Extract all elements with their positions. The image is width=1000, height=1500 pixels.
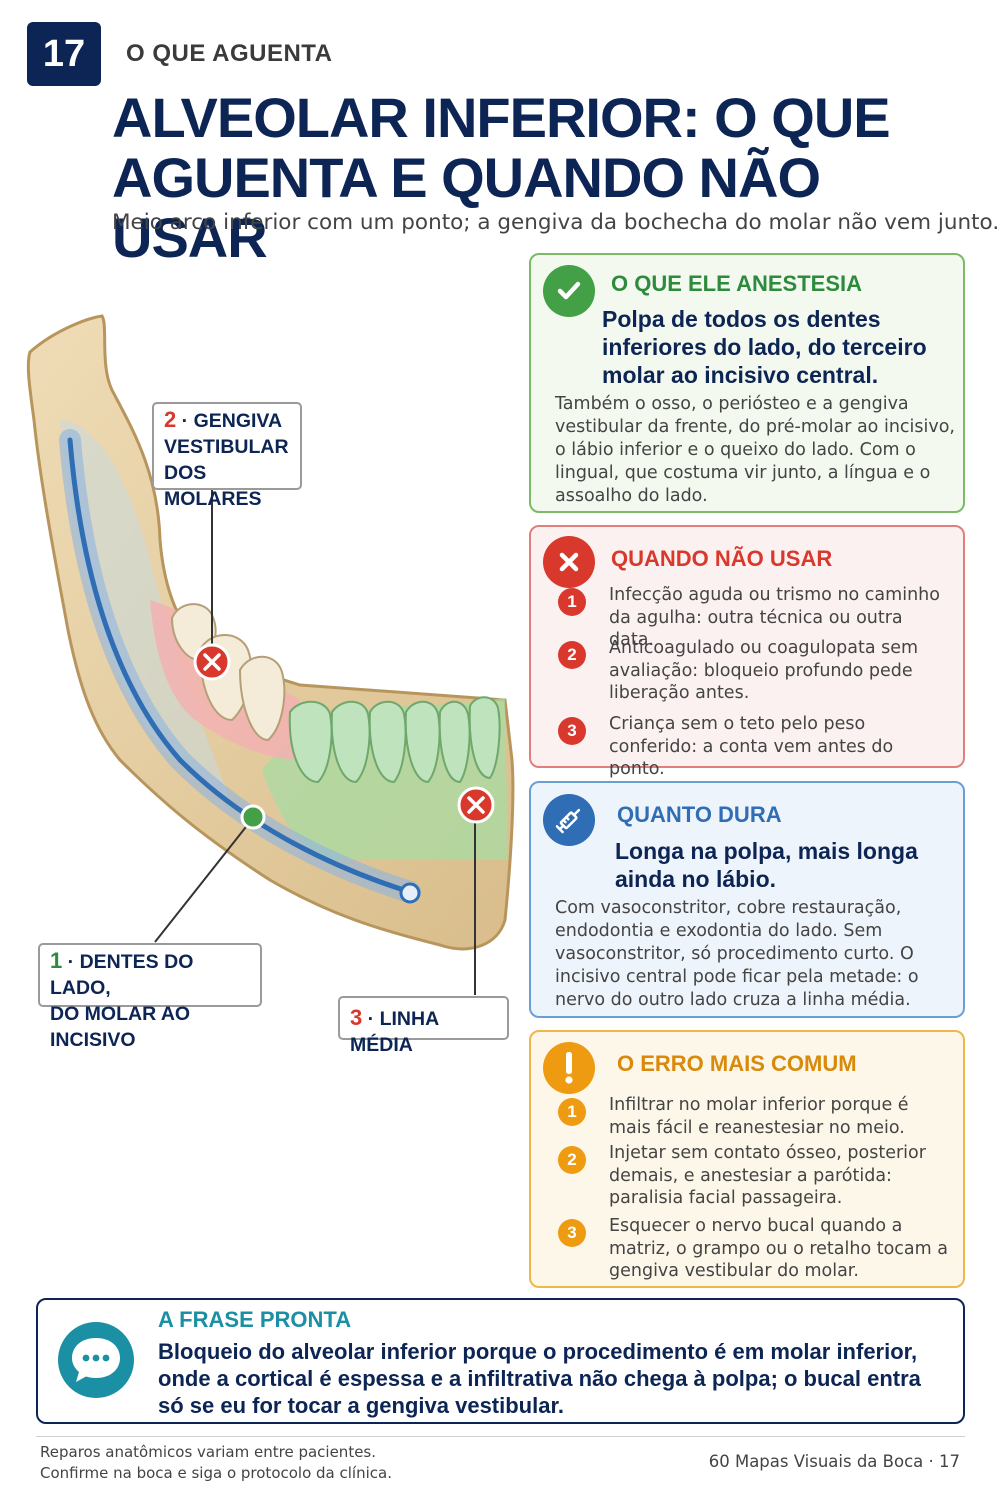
callout-text: DOS MOLARES [164,462,262,510]
injection-point-marker [240,804,266,830]
x-icon [543,536,595,588]
x-marker-gingiva [193,643,231,681]
callout-gingiva: 2 · GENGIVA VESTIBULAR DOS MOLARES [152,402,302,510]
x-marker-midline [457,786,495,824]
callout-number: 1 [50,948,63,973]
card-lead: Longa na polpa, mais longa ainda no lábi… [615,838,918,892]
card-heading: O ERRO MAIS COMUM [617,1051,857,1076]
item-text: Infiltrar no molar inferior porque é mai… [609,1095,909,1138]
speech-bubble-icon [58,1322,134,1398]
phrase-heading: A FRASE PRONTA [158,1307,352,1332]
ready-phrase-box: A FRASE PRONTA Bloqueio do alveolar infe… [36,1298,965,1424]
front-teeth [288,696,501,784]
item-number: 3 [558,1219,586,1247]
list-item: 1 Infiltrar no molar inferior porque é m… [553,1094,953,1139]
check-icon [543,265,595,317]
callout-separator: · [67,951,75,973]
inferior-alveolar-nerve [67,437,413,895]
callout-text: DO MOLAR AO INCISIVO [50,1003,191,1051]
card-body: Também o osso, o periósteo e a gengiva v… [555,394,955,506]
card-contraindications: QUANDO NÃO USAR 1 Infecção aguda ou tris… [529,525,965,779]
mandible-illustration [26,314,515,995]
item-number: 1 [558,1098,586,1126]
page-number: 17 [42,32,86,75]
page-subtitle: Meio arco inferior com um ponto; a gengi… [112,210,1000,235]
card-anesthetizes: O QUE ELE ANESTESIA Polpa de todos os de… [529,253,965,513]
item-number: 2 [558,641,586,669]
page-number-badge: 17 [27,22,101,86]
syringe-icon [543,794,595,846]
callout-midline: 3 · LINHA MÉDIA [338,996,509,1056]
footer-note: Reparos anatômicos variam entre paciente… [40,1442,392,1484]
callout-separator: · [367,1008,375,1030]
card-body: Com vasoconstritor, cobre restauração, e… [555,898,919,1010]
card-heading: QUANDO NÃO USAR [611,546,833,571]
list-item: 3 Esquecer o nervo bucal quando a matriz… [553,1215,953,1283]
card-lead: Polpa de todos os dentes inferiores do l… [602,306,927,388]
item-text: Criança sem o teto pelo peso conferido: … [609,714,894,779]
kicker: O QUE AGUENTA [126,40,333,67]
callout-text: DENTES DO LADO, [50,951,194,999]
item-text: Infecção aguda ou trismo no caminho da a… [609,585,940,650]
phrase-text: Bloqueio do alveolar inferior porque o p… [158,1339,921,1418]
footer-divider [36,1436,965,1437]
callout-teeth: 1 · DENTES DO LADO, DO MOLAR AO INCISIVO [38,943,262,1051]
item-number: 2 [558,1146,586,1174]
item-number: 3 [558,717,586,745]
card-duration: QUANTO DURA Longa na polpa, mais longa a… [529,781,965,1018]
page-title: ALVEOLAR INFERIOR: O QUE AGUENTA E QUAND… [112,86,891,269]
item-text: Esquecer o nervo bucal quando a matriz, … [609,1216,948,1281]
callout-number: 2 [164,407,177,432]
exclamation-icon [543,1042,595,1094]
list-item: 3 Criança sem o teto pelo peso conferido… [553,713,953,781]
card-common-error: O ERRO MAIS COMUM 1 Infiltrar no molar i… [529,1030,965,1288]
list-item: 1 Infecção aguda ou trismo no caminho da… [553,584,953,652]
callout-number: 3 [350,1005,363,1030]
footer-page-label: 60 Mapas Visuais da Boca · 17 [708,1452,960,1471]
list-item: 2 Anticoagulado ou coagulopata sem avali… [553,637,953,705]
card-heading: QUANTO DURA [617,802,782,827]
footer-note-line: Confirme na boca e siga o protocolo da c… [40,1464,392,1482]
callout-separator: · [181,410,189,432]
callout-text: LINHA MÉDIA [350,1008,439,1056]
item-text: Anticoagulado ou coagulopata sem avaliaç… [609,638,919,703]
callout-text: GENGIVA [193,410,283,432]
footer-note-line: Reparos anatômicos variam entre paciente… [40,1443,377,1461]
item-number: 1 [558,588,586,616]
card-heading: O QUE ELE ANESTESIA [611,271,863,296]
list-item: 2 Injetar sem contato ósseo, posterior d… [553,1142,953,1210]
item-text: Injetar sem contato ósseo, posterior dem… [609,1143,926,1208]
callout-text: VESTIBULAR [164,436,289,458]
